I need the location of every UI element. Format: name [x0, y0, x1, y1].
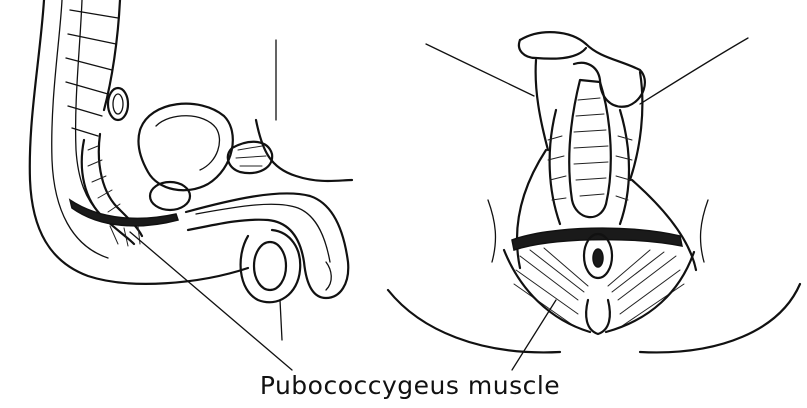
transverse-perineal	[511, 227, 683, 251]
prostate	[148, 180, 192, 212]
leader-line-right	[511, 299, 557, 371]
pubic-arch	[518, 31, 646, 108]
pubococcygeus-sagittal	[68, 198, 179, 227]
inner-back-line	[51, 0, 109, 259]
label-leader-lines	[129, 231, 557, 371]
anus	[582, 232, 614, 280]
penis-root	[568, 78, 612, 219]
seminal-vesicle	[106, 86, 130, 122]
leader-line-left	[129, 231, 293, 371]
rectum	[80, 132, 144, 246]
spine	[65, 0, 122, 215]
coccyx	[585, 298, 611, 336]
sagittal-section-drawing	[28, 0, 354, 341]
scrotum	[239, 228, 302, 304]
bladder	[137, 102, 234, 192]
testis	[252, 240, 288, 292]
inferior-view-drawing	[386, 31, 802, 354]
back-outline	[28, 0, 250, 285]
pubic-bone	[226, 140, 274, 175]
pubococcygeus-inferior	[502, 247, 696, 334]
pubococcygeus-label: Pubococcygeus muscle	[259, 371, 561, 400]
penis-outline	[184, 192, 350, 300]
